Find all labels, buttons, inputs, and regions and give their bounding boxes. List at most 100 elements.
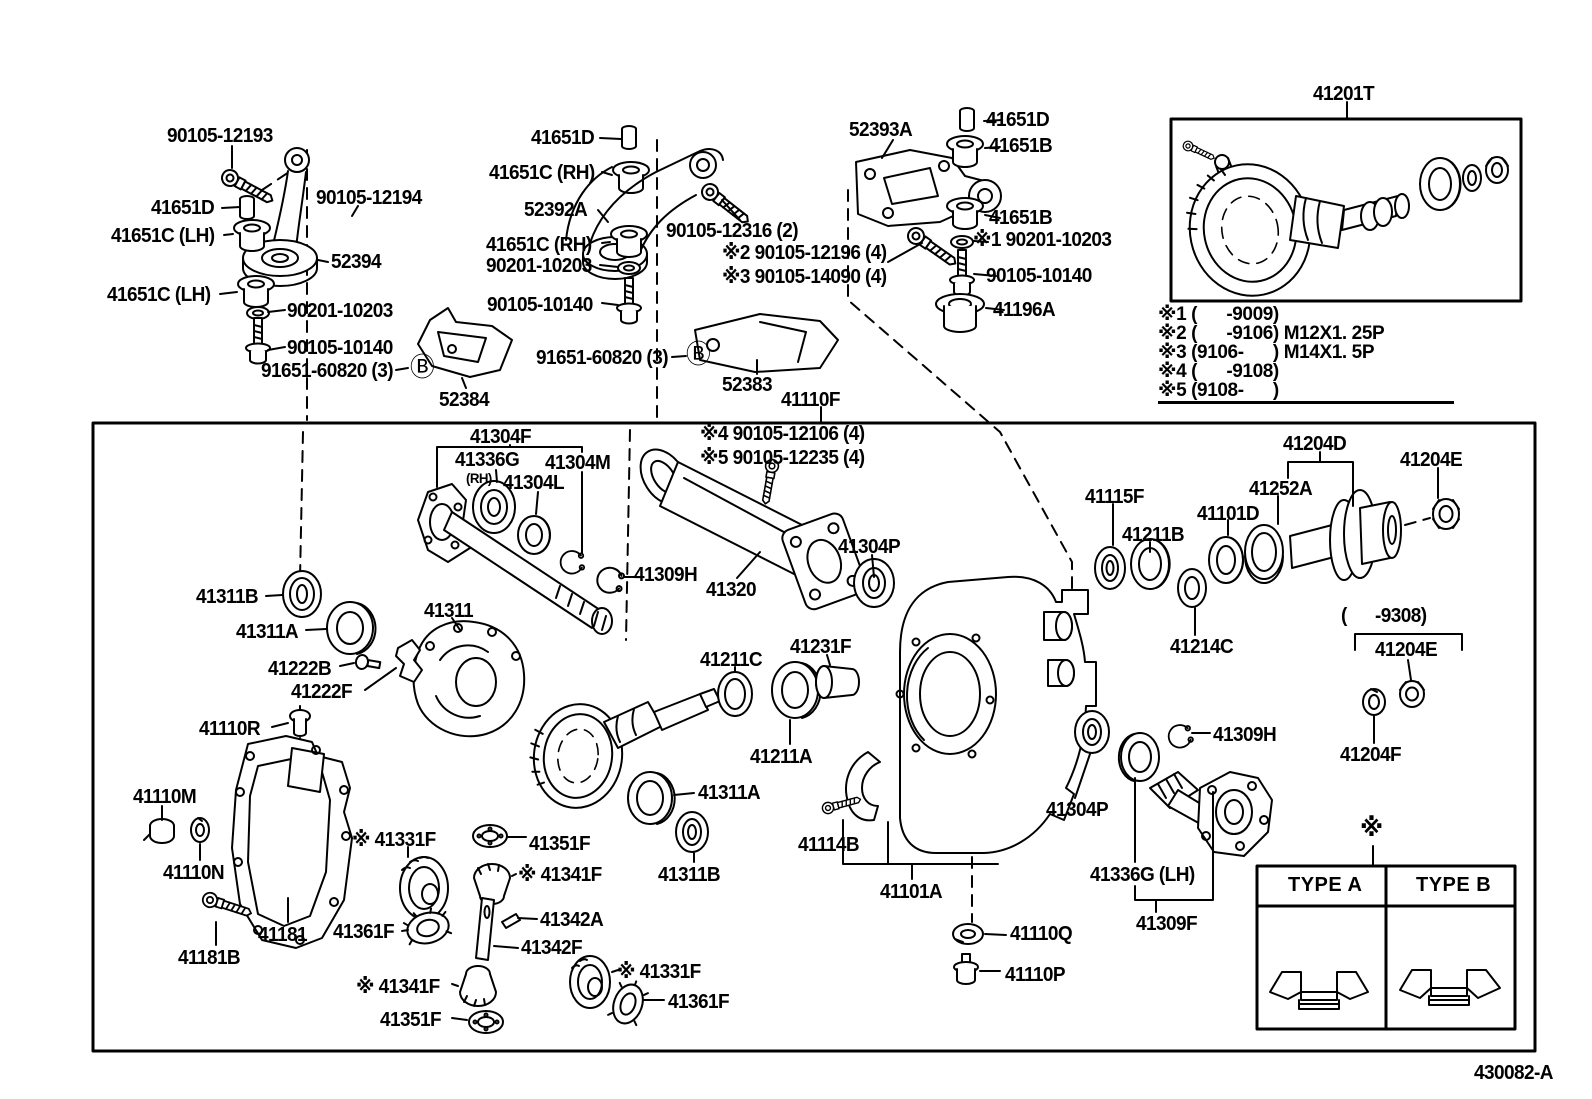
type-b-bushing-icon <box>1399 969 1501 1006</box>
label-41361f: 41361F <box>668 991 730 1013</box>
spider-gear-cluster-group <box>399 824 649 1034</box>
label-41311a: 41311A <box>236 621 299 643</box>
label-41651b: 41651B <box>989 135 1053 157</box>
output-shaft-bearing-train-group <box>1094 489 1460 716</box>
label-41204d: 41204D <box>1283 433 1347 455</box>
label-41110f: 41110F <box>781 389 840 411</box>
ring-gear-pinion-kit-drawing <box>1181 139 1509 297</box>
type-table-marker: ※ <box>1360 814 1383 842</box>
label-41101a: 41101A <box>880 881 943 903</box>
label-41110r: 41110R <box>199 718 261 740</box>
label-41196a: 41196A <box>993 299 1056 321</box>
label-41351f: 41351F <box>380 1009 442 1031</box>
label-41204f: 41204F <box>1340 744 1402 766</box>
label-41341f: ※ 41341F <box>356 976 440 998</box>
spec-note-4: ※4 ( -9108) <box>1158 361 1279 382</box>
label-41311: 41311 <box>424 600 474 622</box>
label-91651-60820-3: 91651-60820 (3) <box>261 360 394 382</box>
spec-notes: ※1 ( -9009)※2 ( -9106) M12X1. 25P※3 (910… <box>1158 305 1454 404</box>
label-1-90201-10203: ※1 90201-10203 <box>973 229 1112 251</box>
diff-case-41311-group <box>282 570 526 738</box>
leader-lines <box>161 119 1463 1021</box>
label-41651b: 41651B <box>989 207 1053 229</box>
type-table-frame <box>1255 845 1517 1031</box>
type-a-header: TYPE A <box>1288 874 1363 896</box>
stub-axle-lh-group <box>1074 710 1273 857</box>
label-41309f: 41309F <box>1136 913 1198 935</box>
spec-note-3: ※3 (9106- ) M14X1. 5P <box>1158 342 1375 363</box>
label-41110n: 41110N <box>163 862 225 884</box>
label-41651d: 41651D <box>151 197 215 219</box>
axle-shaft-flange-group <box>417 480 628 635</box>
drawing-number: 430082-A <box>1474 1062 1553 1084</box>
mount-bracket-52393a-group <box>855 107 1002 333</box>
label-90105-12193: 90105-12193 <box>167 125 273 147</box>
type-a-bushing-icon <box>1269 971 1369 1010</box>
label-41341f: ※ 41341F <box>518 864 602 886</box>
control-arm-lh-group <box>218 147 318 365</box>
label-41351f: 41351F <box>529 833 591 855</box>
label-41214c: 41214C <box>1170 636 1234 658</box>
label-90105-10140: 90105-10140 <box>986 265 1092 287</box>
label-rh: (RH) <box>466 470 492 486</box>
label-41211b: 41211B <box>1122 524 1185 546</box>
spec-note-2: ※2 ( -9106) M12X1. 25P <box>1158 323 1385 344</box>
ring-gear-pinion-group <box>529 661 860 853</box>
label-41311a: 41311A <box>698 782 761 804</box>
label-41211a: 41211A <box>750 746 813 768</box>
label-41304l: 41304L <box>503 472 565 494</box>
spec-note-5: ※5 (9108- ) <box>1158 381 1454 404</box>
pinion-inset-title: 41201T <box>1313 83 1375 105</box>
label-41101d: 41101D <box>1197 503 1260 525</box>
label-3-90105-14090-4: ※3 90105-14090 (4) <box>722 266 887 288</box>
label-41320: 41320 <box>706 579 757 601</box>
knuckle-arm-rh-group <box>565 125 754 325</box>
label-41651d: 41651D <box>986 109 1050 131</box>
label-41252a: 41252A <box>1249 478 1313 500</box>
label-41114b: 41114B <box>798 834 860 856</box>
label-91651-60820-3: 91651-60820 (3) <box>536 347 669 369</box>
label-90105-10140: 90105-10140 <box>487 294 593 316</box>
label-41311b: 41311B <box>196 586 259 608</box>
label-41342f: 41342F <box>521 937 583 959</box>
label-90201-10203: 90201-10203 <box>287 300 393 322</box>
label-41331f: ※ 41331F <box>617 961 701 983</box>
label-41304p: 41304P <box>1046 799 1109 821</box>
pinion-inset-frame <box>1169 101 1523 303</box>
label-41211c: 41211C <box>700 649 763 671</box>
label-41311b: 41311B <box>658 864 721 886</box>
label-90105-12316-2: 90105-12316 (2) <box>666 220 799 242</box>
label-41222b: 41222B <box>268 658 332 680</box>
label-41651d: 41651D <box>531 127 595 149</box>
label-5-90105-12235-4: ※5 90105-12235 (4) <box>700 447 865 469</box>
label-52393a: 52393A <box>849 119 913 141</box>
spec-note-1: ※1 ( -9009) <box>1158 304 1279 325</box>
label-41331f: ※ 41331F <box>352 829 436 851</box>
label-41110m: 41110M <box>133 786 197 808</box>
type-b-header: TYPE B <box>1416 874 1492 896</box>
label-41204e: 41204E <box>1400 449 1463 471</box>
label-41304m: 41304M <box>545 452 611 474</box>
label-41304p: 41304P <box>838 536 901 558</box>
label-41181: 41181 <box>258 924 308 946</box>
label-9308: ( -9308) <box>1341 605 1427 627</box>
label-: Ⓑ <box>410 352 435 382</box>
label-4-90105-12106-4: ※4 90105-12106 (4) <box>700 423 865 445</box>
label-41181b: 41181B <box>178 947 241 969</box>
label-90105-10140: 90105-10140 <box>287 337 393 359</box>
label-52383: 52383 <box>722 374 773 396</box>
label-41361f: 41361F <box>333 921 395 943</box>
label-: Ⓑ <box>686 339 711 369</box>
diff-cover-41181-group <box>143 735 353 949</box>
label-52384: 52384 <box>439 389 490 411</box>
label-41115f: 41115F <box>1085 486 1144 508</box>
label-41222f: 41222F <box>291 681 353 703</box>
label-41651c-lh: 41651C (LH) <box>111 225 215 247</box>
skid-plate-52384-drawing <box>417 307 513 378</box>
label-41231f: 41231F <box>790 636 852 658</box>
label-90105-12194: 90105-12194 <box>316 187 422 209</box>
label-41110p: 41110P <box>1005 964 1066 986</box>
label-52392a: 52392A <box>524 199 588 221</box>
